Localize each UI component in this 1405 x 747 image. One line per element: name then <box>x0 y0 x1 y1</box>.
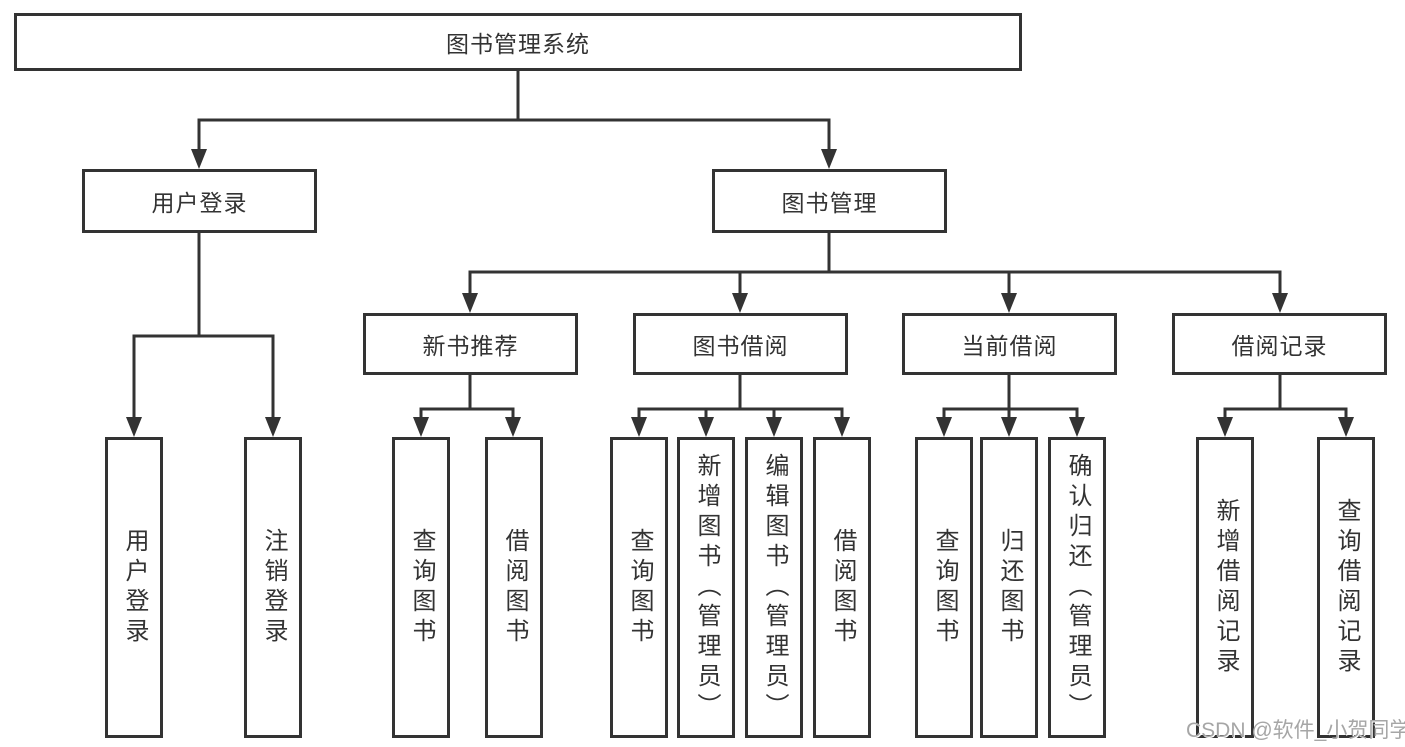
leaf-label: 查询图书 <box>626 527 653 648</box>
leaf-label: 新增借阅记录 <box>1212 497 1239 678</box>
node-user-login: 用户登录 <box>82 169 317 233</box>
node-label: 图书管理 <box>781 190 878 216</box>
node-new-book-recommendation: 新书推荐 <box>363 313 578 375</box>
node-label: 用户登录 <box>151 190 248 216</box>
node-label: 图书借阅 <box>692 333 789 359</box>
leaf-label: 新增图书（管理员） <box>693 452 720 723</box>
node-borrowing-records: 借阅记录 <box>1172 313 1387 375</box>
leaf-confirm-return-admin: 确认归还（管理员） <box>1048 437 1106 738</box>
leaf-label: 用户登录 <box>121 527 148 648</box>
leaf-borrow-books-borrow: 借阅图书 <box>813 437 871 738</box>
leaf-edit-books-admin: 编辑图书（管理员） <box>745 437 803 738</box>
leaf-label: 查询借阅记录 <box>1333 497 1360 678</box>
leaf-label: 编辑图书（管理员） <box>761 452 788 723</box>
leaf-borrow-books-recommend: 借阅图书 <box>485 437 543 738</box>
watermark: CSDN @软件_小贺同学 <box>1186 719 1405 742</box>
leaf-query-books-borrow: 查询图书 <box>610 437 668 738</box>
node-book-borrowing: 图书借阅 <box>633 313 848 375</box>
leaf-logout-login: 注销登录 <box>244 437 302 738</box>
node-label: 借阅记录 <box>1231 333 1328 359</box>
node-book-management: 图书管理 <box>712 169 947 233</box>
leaf-query-borrow-record: 查询借阅记录 <box>1317 437 1375 738</box>
node-label: 当前借阅 <box>961 333 1058 359</box>
node-label: 新书推荐 <box>422 333 519 359</box>
leaf-query-books-current: 查询图书 <box>915 437 973 738</box>
leaf-add-borrow-record: 新增借阅记录 <box>1196 437 1254 738</box>
leaf-label: 查询图书 <box>931 527 958 648</box>
node-label: 图书管理系统 <box>446 31 590 57</box>
leaf-label: 查询图书 <box>408 527 435 648</box>
leaf-label: 归还图书 <box>996 527 1023 648</box>
node-current-borrowing: 当前借阅 <box>902 313 1117 375</box>
node-library-management-system: 图书管理系统 <box>14 13 1022 71</box>
leaf-label: 确认归还（管理员） <box>1064 452 1091 723</box>
leaf-label: 注销登录 <box>260 527 287 648</box>
leaf-label: 借阅图书 <box>829 527 856 648</box>
leaf-user-login: 用户登录 <box>105 437 163 738</box>
leaf-return-books: 归还图书 <box>980 437 1038 738</box>
leaf-label: 借阅图书 <box>501 527 528 648</box>
leaf-add-books-admin: 新增图书（管理员） <box>677 437 735 738</box>
leaf-query-books-recommend: 查询图书 <box>392 437 450 738</box>
